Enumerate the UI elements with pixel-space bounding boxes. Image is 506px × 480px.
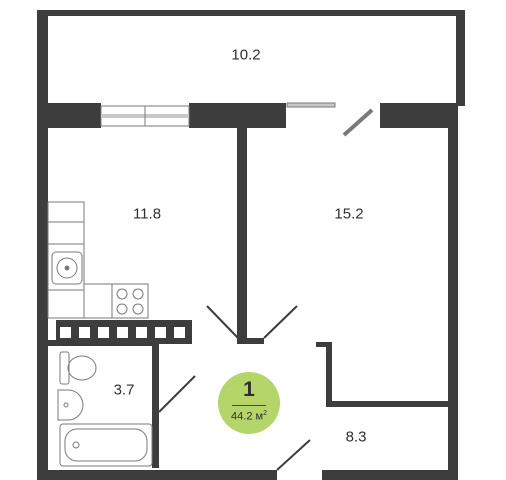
wall-bottom-left — [37, 470, 277, 480]
bathtub-icon — [59, 423, 153, 467]
room-area-bathroom: 3.7 — [113, 381, 135, 399]
outer-walls — [37, 103, 458, 480]
wall-right — [448, 103, 458, 480]
room-area-kitchen: 11.8 — [132, 205, 162, 223]
kitchen-door — [206, 305, 239, 339]
washbasin-icon — [57, 389, 84, 421]
balcony-wall-left — [37, 10, 48, 128]
wall-hall-vert — [326, 342, 332, 406]
apartment-badge: 1 44.2 м2 — [218, 372, 280, 434]
main-top-wall — [37, 103, 458, 128]
balcony-wall-top — [37, 10, 465, 16]
badge-area-unit-sup: 2 — [263, 410, 267, 417]
room-area-hallway: 8.3 — [345, 428, 367, 446]
balcony-walls — [37, 10, 465, 128]
wall-bath-right — [152, 340, 159, 468]
kitchen-counter — [47, 201, 149, 319]
kitchen-window — [100, 105, 190, 127]
room-area-living-room: 15.2 — [334, 205, 364, 223]
badge-total-area: 44.2 м2 — [218, 410, 280, 423]
badge-area-value: 44.2 м — [231, 410, 264, 423]
room-area-balcony: 10.2 — [231, 46, 261, 64]
wall-bottom-right — [322, 470, 458, 480]
toilet-icon — [59, 351, 97, 385]
wall-kitchen-living — [237, 128, 247, 343]
balcony-wall-right — [456, 10, 465, 106]
living-door — [263, 305, 298, 339]
wall-hall-horiz — [326, 401, 448, 407]
kitchen-radiator — [56, 320, 192, 344]
badge-divider — [232, 405, 266, 406]
stove-icon — [116, 288, 144, 315]
sink-icon — [51, 251, 83, 285]
badge-room-count: 1 — [243, 378, 255, 401]
entrance-door — [276, 439, 311, 471]
wall-left — [37, 103, 48, 480]
balcony-door — [286, 102, 374, 137]
bathroom-door — [158, 375, 196, 413]
interior-doors — [158, 305, 311, 471]
